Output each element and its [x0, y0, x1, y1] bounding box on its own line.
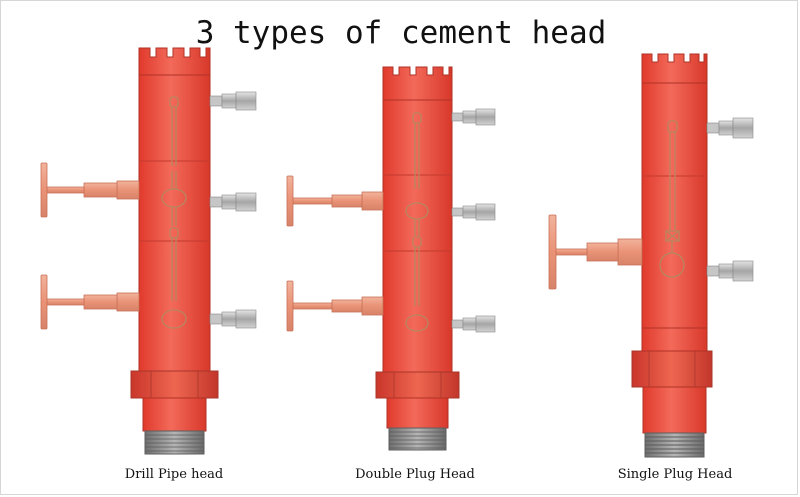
- caption-single-plug-head: Single Plug Head: [617, 467, 733, 482]
- caption-double-plug-head: Double Plug Head: [355, 467, 475, 482]
- diagram-title: 3 types of cement head: [195, 15, 607, 51]
- union-collar: [631, 350, 713, 388]
- internal-plug-outline: [405, 112, 429, 332]
- castellated-top: [382, 66, 453, 101]
- valve-handle: [548, 214, 643, 290]
- valve-handle: [40, 274, 140, 330]
- union-collar: [375, 371, 460, 399]
- castellated-top: [641, 53, 708, 84]
- internal-plug-outline: [161, 96, 187, 329]
- right-connector: [706, 260, 754, 282]
- right-connector: [209, 192, 257, 212]
- threaded-pin: [388, 427, 447, 451]
- single-plug-head: [548, 53, 754, 458]
- valve-handle: [40, 162, 140, 218]
- caption-drill-pipe-head: Drill Pipe head: [124, 467, 224, 482]
- drill-pipe-head: [40, 47, 257, 455]
- right-connector: [451, 108, 496, 126]
- internal-plug-outline: [659, 120, 685, 278]
- castellated-top: [138, 47, 211, 76]
- main-body: [138, 74, 211, 372]
- double-plug-head: [286, 66, 496, 451]
- valve-handle: [286, 175, 384, 227]
- threaded-pin: [144, 430, 205, 455]
- right-connector: [451, 203, 496, 221]
- right-connector: [209, 91, 257, 111]
- main-body: [382, 99, 453, 373]
- right-connector: [706, 117, 754, 139]
- right-connector: [451, 315, 496, 333]
- union-collar: [130, 370, 219, 399]
- right-connector: [209, 309, 257, 329]
- valve-handle: [286, 280, 384, 332]
